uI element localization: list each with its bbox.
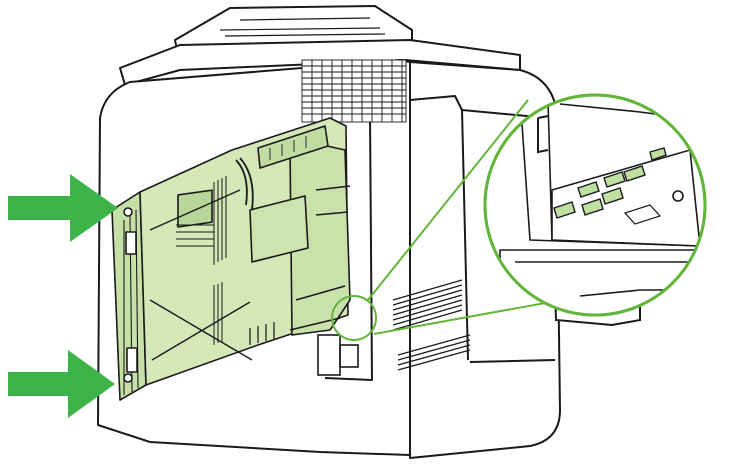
screw-bottom [124, 374, 132, 382]
board-chip [178, 190, 212, 227]
board-port-upper [126, 232, 136, 254]
screw-top [124, 208, 132, 216]
board-port-lower [127, 348, 137, 372]
vent-grille [302, 60, 406, 122]
callout-magnifier [485, 95, 710, 320]
